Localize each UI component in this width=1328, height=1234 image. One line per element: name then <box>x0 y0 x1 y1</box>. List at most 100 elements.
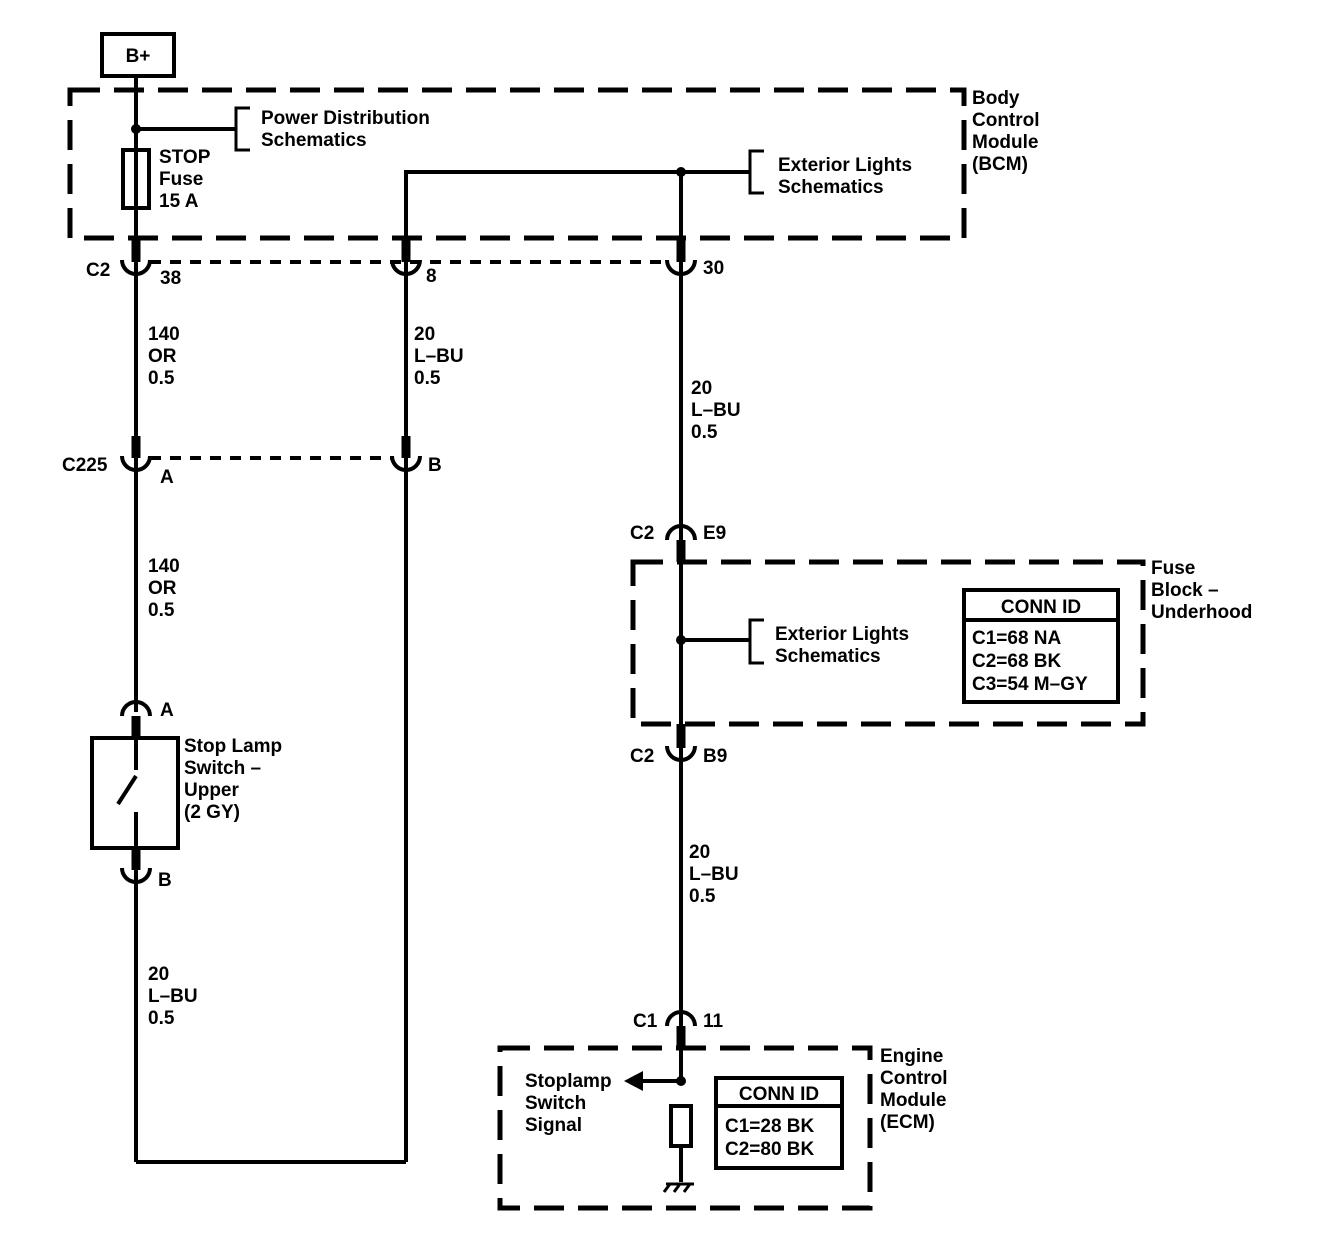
exterior-lights-ref-label: Exterior Lights Schematics <box>778 155 917 198</box>
bcm-label-line: Module <box>972 132 1039 153</box>
stop-lamp-switch: A B Stop Lamp Switch – Upper (2 GY) <box>90 700 287 891</box>
conn-id-row: C2=80 BK <box>725 1139 815 1160</box>
female-terminal <box>120 455 152 472</box>
wire-label-line: OR <box>148 578 177 599</box>
wire-label-line: 20 <box>148 964 169 985</box>
bcm-label-line: Body <box>972 88 1020 109</box>
wire-label-line: 0.5 <box>691 422 718 443</box>
ref-label-line: Schematics <box>778 177 884 198</box>
bcm-label-line: (BCM) <box>972 154 1028 175</box>
fuse-block-label: Fuse Block – Underhood <box>1151 558 1252 623</box>
female-terminal <box>390 455 422 472</box>
ref-label-line: Power Distribution <box>261 108 430 129</box>
wire-label-line: L–BU <box>691 400 741 421</box>
bcm-label-line: Control <box>972 110 1040 131</box>
engine-control-module: C1 11 Engine Control Module (ECM) Stopla… <box>497 1010 953 1211</box>
connector-id: C225 <box>62 455 108 476</box>
conn-id-row: C2=68 BK <box>972 651 1062 672</box>
pin-letter: B <box>158 870 172 891</box>
fuse-label-line: 15 A <box>159 191 199 212</box>
conn-id-row: C1=68 NA <box>972 628 1062 649</box>
ref-label-line: Schematics <box>261 130 367 151</box>
switch-label-line: Upper <box>184 780 240 801</box>
female-terminal <box>120 259 152 276</box>
wire-label-20-bottom: 20 L–BU 0.5 <box>148 964 203 1029</box>
male-terminal <box>665 1010 697 1027</box>
connector-id: C2 <box>86 260 110 281</box>
wire-label-line: 140 <box>148 556 180 577</box>
reference-bracket <box>234 106 250 152</box>
pull-down-resistor <box>669 1104 693 1148</box>
female-terminal <box>120 867 152 884</box>
stoplamp-signal-label: Stoplamp Switch Signal <box>525 1071 617 1136</box>
ref-label-line: Exterior Lights <box>778 155 912 176</box>
wire-label-20-fuse-ecm: 20 L–BU 0.5 <box>689 842 744 907</box>
wire-label-line: 0.5 <box>148 1008 175 1029</box>
pin-letter: A <box>160 467 174 488</box>
signal-label-line: Signal <box>525 1115 582 1136</box>
fuse-block-label-line: Underhood <box>1151 602 1252 623</box>
conn-id-title: CONN ID <box>739 1084 819 1105</box>
connector-id: C2 <box>630 523 654 544</box>
signal-label-line: Switch <box>525 1093 586 1114</box>
conn-id-box <box>962 588 1120 704</box>
pin-number: B9 <box>703 746 727 767</box>
switch-label: Stop Lamp Switch – Upper (2 GY) <box>184 736 287 823</box>
wire-label-line: 0.5 <box>148 368 175 389</box>
ecm-label-line: Module <box>880 1090 947 1111</box>
fuse-label-line: Fuse <box>159 169 203 190</box>
wire-label-20-mid: 20 L–BU 0.5 <box>414 324 469 389</box>
fuse-label-line: STOP <box>159 147 211 168</box>
ecm-conn-id-table: CONN ID C1=28 BK C2=80 BK <box>714 1076 844 1170</box>
pin-letter: A <box>160 700 174 721</box>
pin-number: 8 <box>426 266 437 287</box>
ecm-label-line: (ECM) <box>880 1112 935 1133</box>
wire-label-line: 0.5 <box>689 886 716 907</box>
exterior-lights-reference-bcm: Exterior Lights Schematics <box>404 149 917 238</box>
conn-id-box <box>714 1076 844 1170</box>
ecm-label: Engine Control Module (ECM) <box>880 1046 953 1133</box>
conn-id-row: C3=54 M–GY <box>972 674 1088 695</box>
ground-icon <box>662 1182 694 1193</box>
signal-label-line: Stoplamp <box>525 1071 612 1092</box>
b-plus-label: B+ <box>126 46 151 67</box>
fuse-block-ext-ref-label: Exterior Lights Schematics <box>775 624 914 667</box>
fuse-block-label-line: Block – <box>1151 580 1219 601</box>
ref-label-line: Schematics <box>775 646 881 667</box>
power-distribution-ref-label: Power Distribution Schematics <box>261 108 435 151</box>
wire-label-line: 0.5 <box>414 368 441 389</box>
ref-label-line: Exterior Lights <box>775 624 909 645</box>
wire-label-140-upper: 140 OR 0.5 <box>148 324 185 389</box>
ecm-boundary <box>497 1045 873 1211</box>
wire-label-line: 20 <box>414 324 435 345</box>
wire-label-line: L–BU <box>689 864 739 885</box>
battery-power-source: B+ <box>100 32 176 78</box>
connector-id: C2 <box>630 746 654 767</box>
ecm-label-line: Control <box>880 1068 948 1089</box>
pin-number: 38 <box>160 268 181 289</box>
fuse-block-boundary <box>630 559 1146 727</box>
stop-fuse: STOP Fuse 15 A <box>121 147 211 212</box>
pin-number: 30 <box>703 258 724 279</box>
switch-label-line: (2 GY) <box>184 802 240 823</box>
wire-label-line: 0.5 <box>148 600 175 621</box>
pin-letter: B <box>428 455 442 476</box>
female-terminal <box>665 259 697 276</box>
wire-label-140-lower: 140 OR 0.5 <box>148 556 185 621</box>
wire-label-line: L–BU <box>148 986 198 1007</box>
fuse-block-label-line: Fuse <box>1151 558 1195 579</box>
bcm-label: Body Control Module (BCM) <box>972 88 1045 175</box>
wire-label-20-right: 20 L–BU 0.5 <box>691 378 746 443</box>
female-terminal <box>390 259 422 276</box>
power-distribution-reference: Power Distribution Schematics <box>131 76 435 152</box>
switch-blade <box>116 774 138 806</box>
conn-id-title: CONN ID <box>1001 597 1081 618</box>
female-terminal <box>665 745 697 762</box>
bcm-c2-connector: C2 38 8 30 <box>86 238 724 289</box>
wire-label-line: OR <box>148 346 177 367</box>
switch-label-line: Switch – <box>184 758 261 779</box>
pin-number: E9 <box>703 523 726 544</box>
reference-bracket <box>748 618 764 665</box>
signal-arrow-icon <box>624 1071 643 1091</box>
